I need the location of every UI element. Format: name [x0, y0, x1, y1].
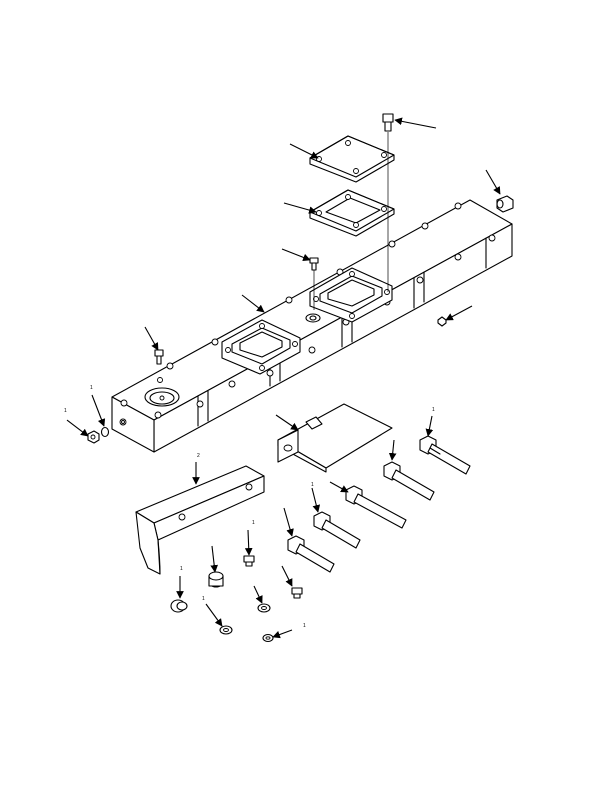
end-pipe-plug [497, 196, 513, 212]
lock-washer [263, 635, 273, 642]
manifold-body [112, 200, 512, 452]
callout-mark: 1 [180, 566, 183, 572]
cap-screw-2 [384, 462, 434, 500]
exhaust-port-right [310, 268, 392, 322]
end-o-ring [102, 428, 109, 437]
manifold-round-port [145, 388, 179, 406]
assembly-center-lines [314, 132, 388, 310]
end-plug-nut [88, 431, 99, 443]
callout-mark: 1 [64, 408, 67, 414]
callout-mark: 1 [202, 596, 205, 602]
callout-mark: 1 [252, 520, 255, 526]
stud-fitting-1 [244, 556, 254, 566]
plug-fitting [155, 350, 163, 364]
cap-screw-1 [420, 436, 470, 474]
callout-mark: 1 [311, 482, 314, 488]
exhaust-port-left [222, 320, 300, 374]
stud-fitting-2 [292, 588, 302, 598]
small-nut [438, 317, 446, 326]
cap-screw-4 [314, 512, 360, 548]
callout-mark: 1 [432, 407, 435, 413]
leader-arrows [67, 117, 500, 639]
spacer-sleeve [209, 572, 223, 587]
cover-gasket [310, 190, 394, 236]
heat-shield [278, 404, 392, 472]
manifold-center-boss [306, 314, 320, 322]
flanged-bushing [171, 600, 187, 612]
center-screw [310, 258, 318, 270]
cover-plate [310, 136, 394, 182]
callout-mark: 2 [197, 453, 200, 459]
cap-screw-3 [346, 486, 406, 528]
callout-marks: 1 1 2 1 1 1 1 1 1 [64, 385, 435, 629]
flat-washer-2 [220, 626, 232, 634]
cap-screw-5 [288, 536, 334, 572]
callout-mark: 1 [303, 623, 306, 629]
callout-mark: 1 [90, 385, 93, 391]
flat-washer-1 [258, 604, 270, 612]
cover-cap-screw [383, 114, 393, 131]
mounting-bracket [136, 466, 264, 574]
